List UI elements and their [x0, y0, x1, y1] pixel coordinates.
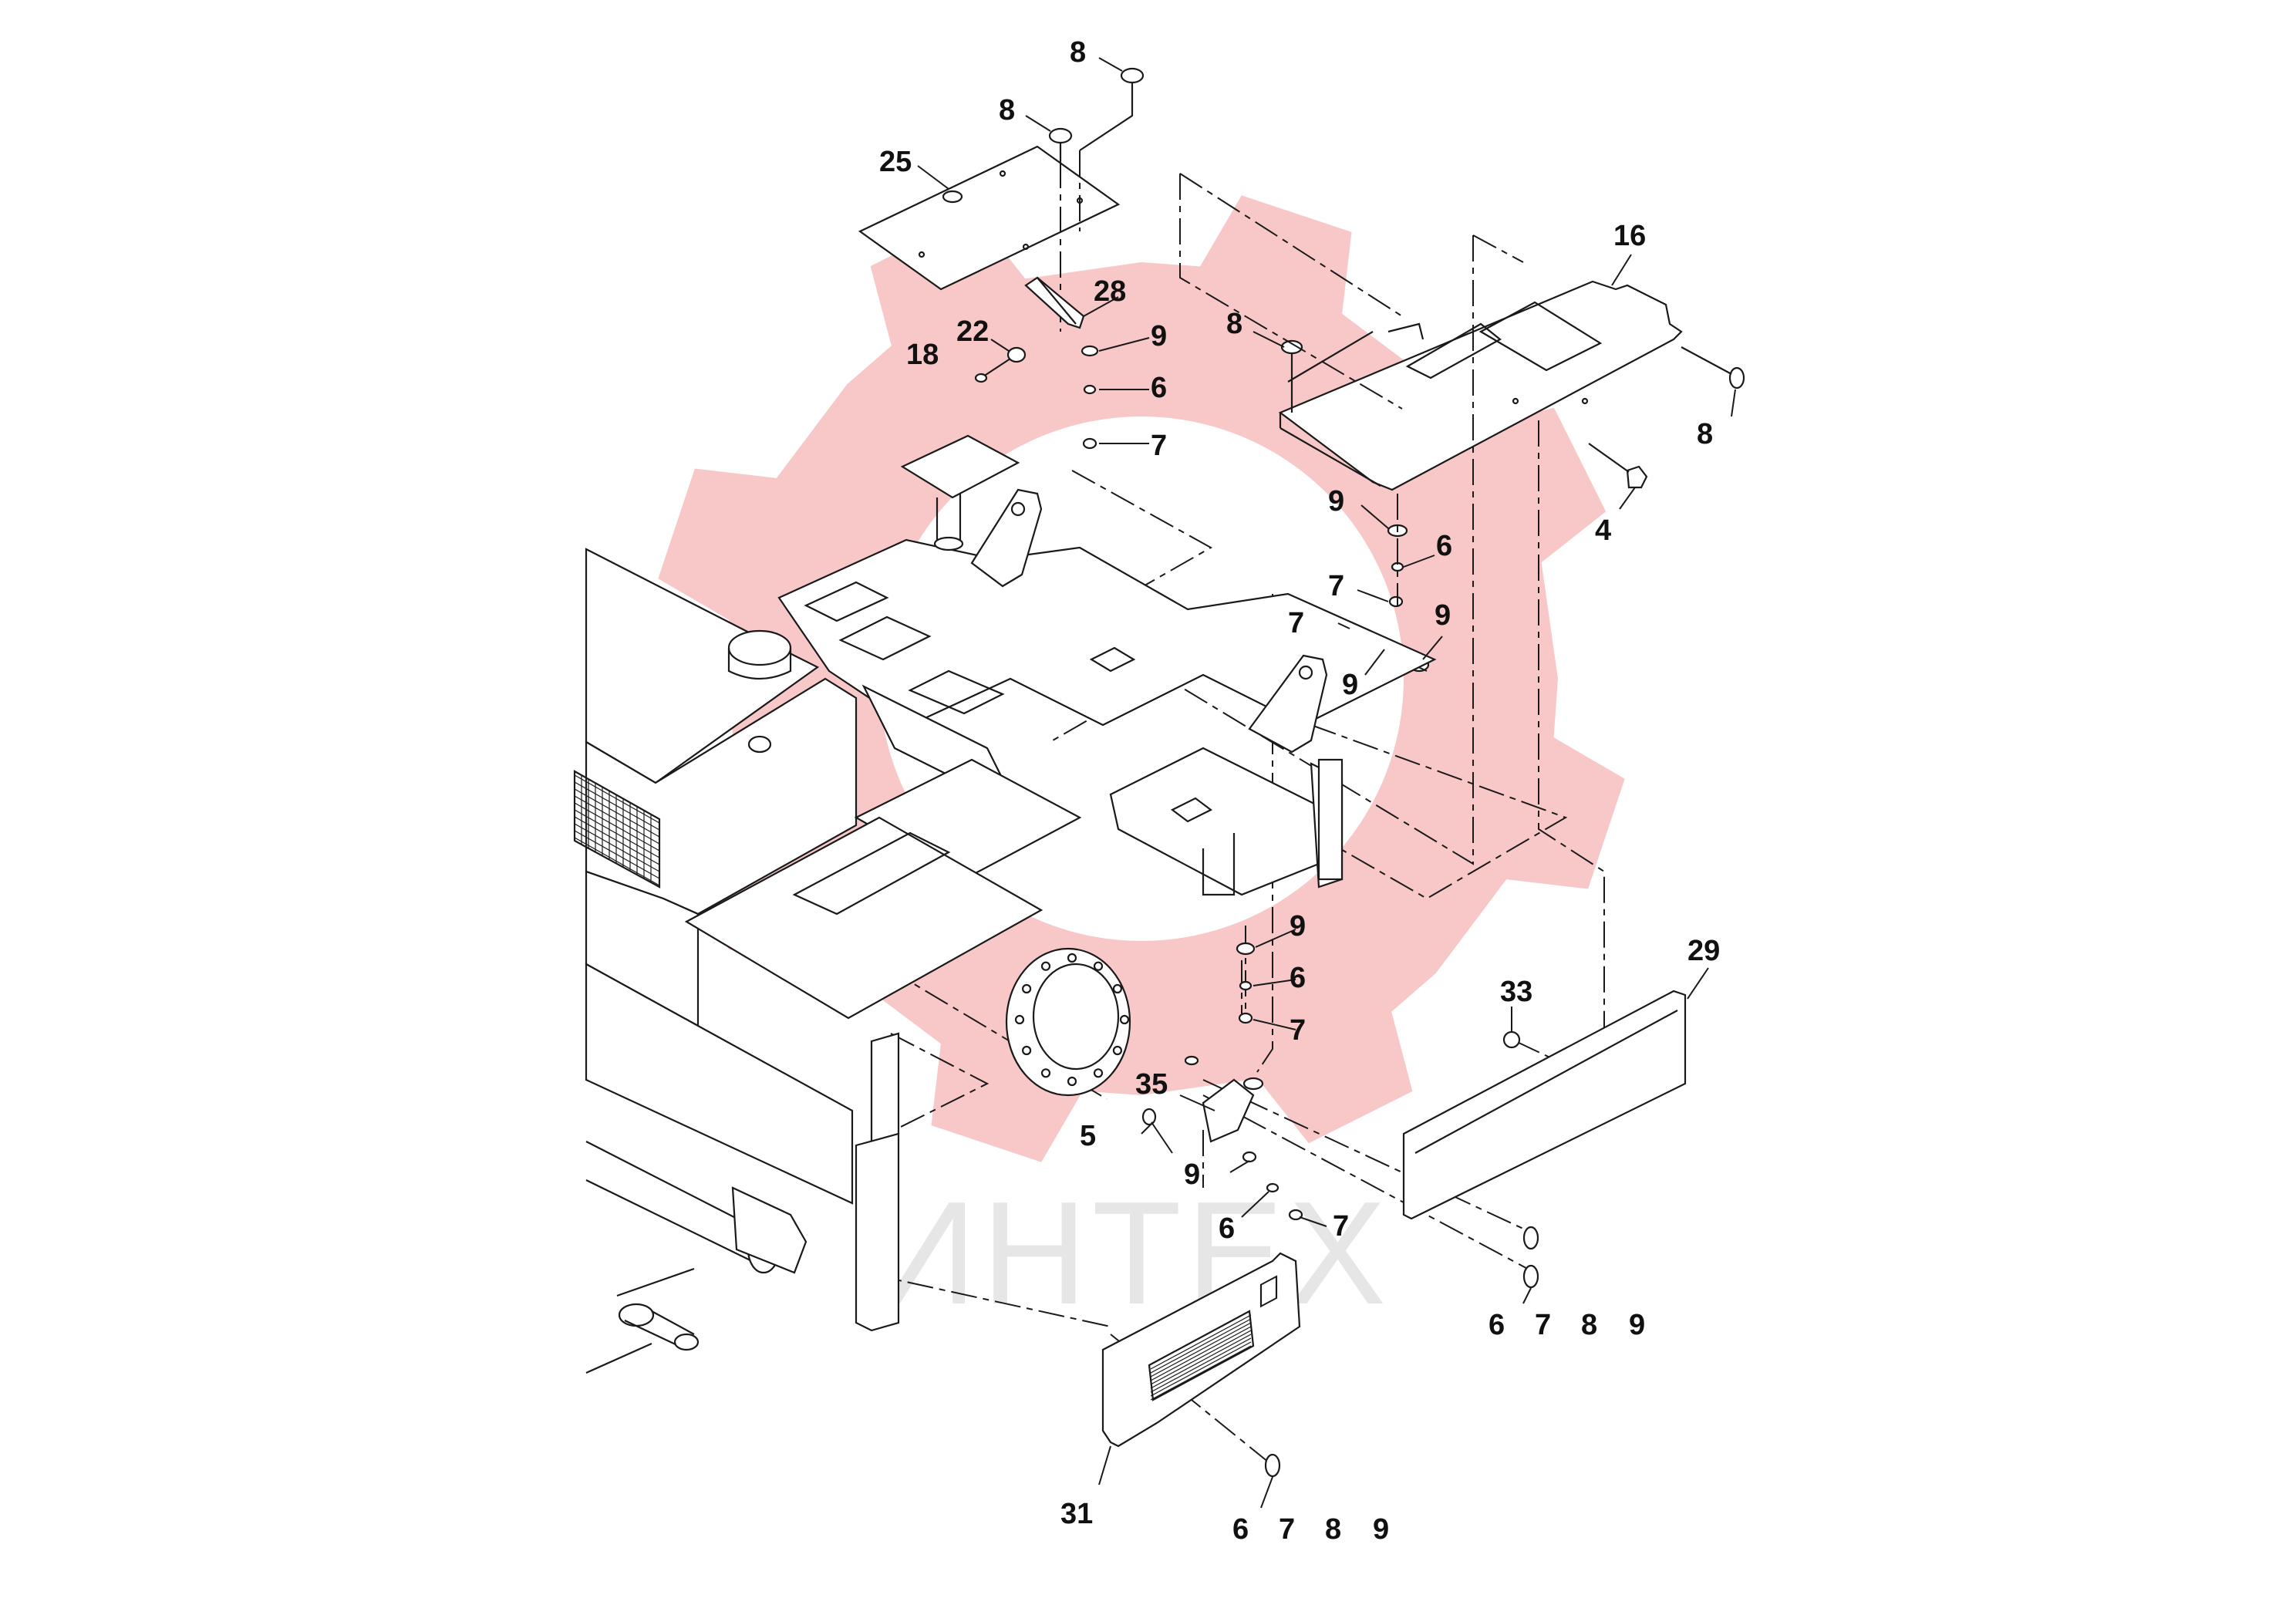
- svg-text:9: 9: [1629, 1309, 1645, 1341]
- callout-18: 18: [906, 339, 939, 371]
- callout-4: 4: [1595, 514, 1611, 547]
- left-grille: [573, 770, 661, 889]
- callout-16: 16: [1613, 220, 1646, 252]
- callout-8-top2: 8: [999, 94, 1015, 126]
- main-chassis: [573, 434, 1437, 1374]
- svg-text:9: 9: [1373, 1513, 1389, 1546]
- callout-31: 31: [1060, 1498, 1093, 1530]
- callout-8-top: 8: [1070, 36, 1086, 69]
- callout-9-d: 9: [1342, 669, 1358, 701]
- screw-18: [983, 358, 1011, 377]
- callout-7-a: 7: [1151, 430, 1167, 462]
- callout-35: 35: [1135, 1068, 1168, 1101]
- fastener-33: [1502, 1030, 1521, 1049]
- callout-25: 25: [879, 146, 912, 178]
- svg-text:6: 6: [1232, 1513, 1249, 1546]
- bolt-4: [1588, 443, 1648, 489]
- callout-6-e: 6: [1290, 962, 1306, 994]
- watermark-text: ИНТЕХ: [872, 1172, 1391, 1335]
- callout-6-a: 6: [1151, 372, 1167, 404]
- callout-5: 5: [1080, 1120, 1096, 1152]
- callout-22: 22: [956, 315, 989, 348]
- svg-text:6: 6: [1489, 1309, 1505, 1341]
- callout-9-e: 9: [1290, 910, 1306, 943]
- grille-panel-31: [1101, 1252, 1301, 1448]
- callout-labels: 8 8 25 28 22 18 9 6 7 8 16 8 4 9 6 7 7 9…: [879, 36, 1720, 1546]
- callout-7-c: 7: [1288, 607, 1304, 639]
- leader-lines: [917, 57, 1736, 1509]
- callout-group-right: 6 7 8 9: [1489, 1309, 1645, 1341]
- side-panel-29: [1402, 990, 1687, 1220]
- callout-8-mid: 8: [1226, 308, 1242, 340]
- callout-8-right: 8: [1697, 418, 1713, 450]
- bearing-holes: [1014, 953, 1130, 1087]
- callout-6-b: 6: [1436, 530, 1452, 562]
- callout-7-e: 7: [1290, 1014, 1306, 1047]
- callout-7-b: 7: [1328, 570, 1344, 602]
- callout-29: 29: [1687, 935, 1720, 967]
- washer-22: [1006, 346, 1027, 363]
- callout-28: 28: [1094, 275, 1126, 308]
- right-upper-plate: [1278, 280, 1683, 491]
- svg-text:8: 8: [1325, 1513, 1341, 1546]
- svg-text:8: 8: [1581, 1309, 1597, 1341]
- svg-text:7: 7: [1535, 1309, 1551, 1341]
- bracket-28: [1024, 276, 1085, 329]
- callout-9-b: 9: [1328, 485, 1344, 518]
- callout-9-a: 9: [1151, 320, 1167, 352]
- callout-9-f: 9: [1184, 1158, 1200, 1191]
- callout-group-bottom: 6 7 8 9: [1232, 1513, 1389, 1546]
- callout-6-f: 6: [1219, 1212, 1235, 1245]
- callout-7-f: 7: [1333, 1210, 1349, 1243]
- callout-33: 33: [1500, 976, 1532, 1008]
- bolt-8-top: [1048, 67, 1145, 162]
- callout-9-c: 9: [1435, 599, 1451, 632]
- svg-text:7: 7: [1279, 1513, 1295, 1546]
